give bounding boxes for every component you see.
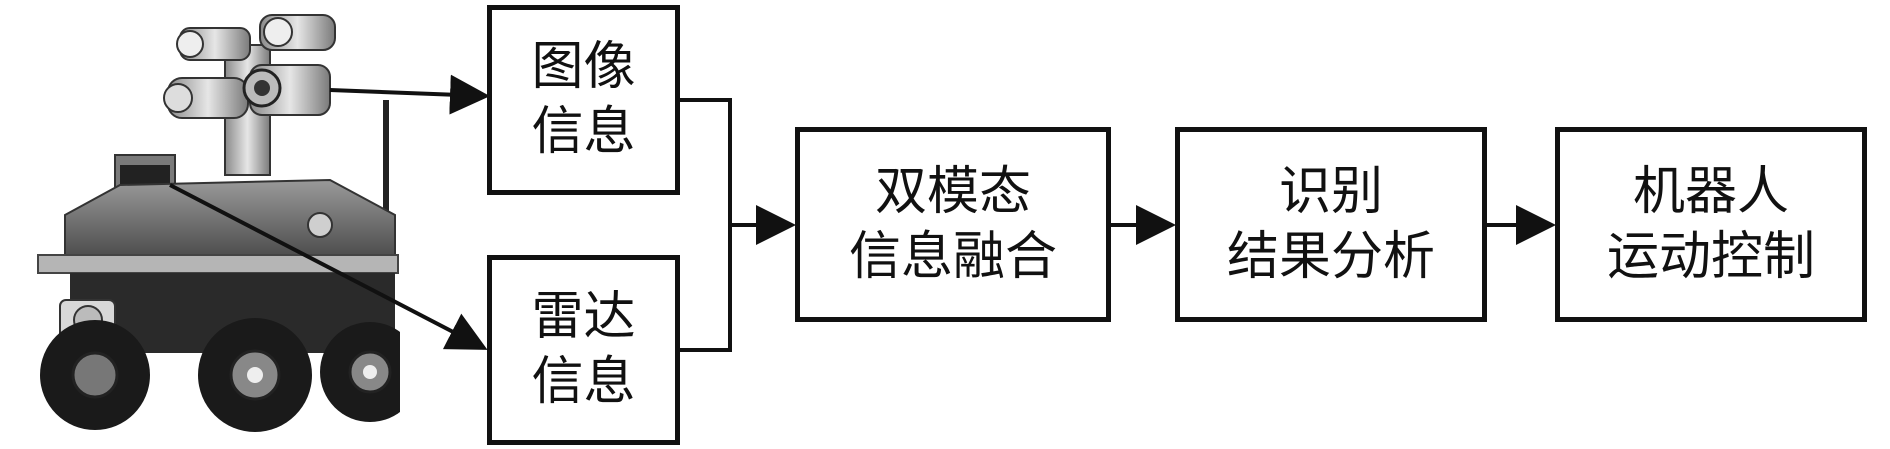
robot-illustration: [37, 14, 400, 432]
analysis-line2: 结果分析: [1226, 226, 1435, 287]
radar-info-line2: 信息: [531, 352, 636, 412]
fusion-line1: 双模态: [874, 161, 1031, 222]
control-box: 机器人 运动控制: [1555, 127, 1867, 322]
arrow-camera-to-image: [329, 74, 490, 115]
arrow-lidar-to-radar: [169, 183, 488, 350]
image-info-line2: 信息: [531, 102, 636, 162]
analysis-line1: 识别: [1278, 161, 1383, 222]
merge-bracket: [678, 98, 732, 352]
radar-info-box: 雷达 信息: [487, 255, 680, 445]
image-info-box: 图像 信息: [487, 5, 680, 195]
control-line1: 机器人: [1632, 161, 1789, 222]
fusion-line2: 信息融合: [848, 226, 1057, 287]
analysis-box: 识别 结果分析: [1175, 127, 1487, 322]
control-line2: 运动控制: [1606, 226, 1815, 287]
fusion-box: 双模态 信息融合: [795, 127, 1111, 322]
image-info-line1: 图像: [531, 37, 636, 97]
radar-info-line1: 雷达: [531, 287, 636, 347]
